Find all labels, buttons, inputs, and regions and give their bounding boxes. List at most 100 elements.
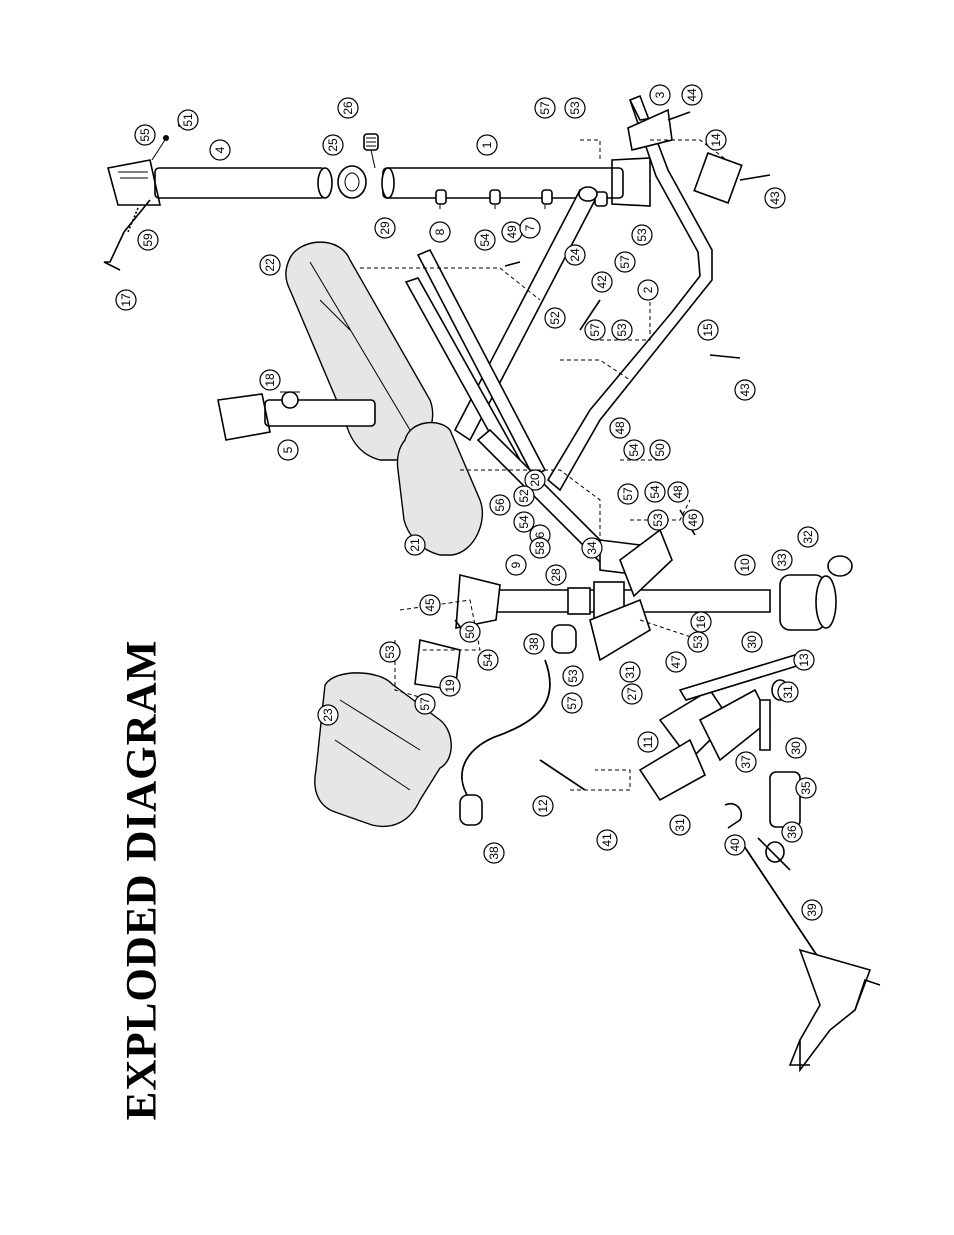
callout-circle bbox=[564, 244, 586, 266]
callout-number: 17 bbox=[119, 293, 133, 307]
callout-53: 53 bbox=[611, 319, 633, 341]
callout-circle bbox=[781, 821, 803, 843]
callout-number: 40 bbox=[728, 838, 742, 852]
callout-circle bbox=[581, 537, 603, 559]
part-base-frame bbox=[546, 94, 771, 492]
callout-51: 51 bbox=[177, 109, 199, 131]
callout-number: 27 bbox=[625, 687, 639, 701]
part-collar-knob bbox=[337, 133, 379, 199]
callout-number: 47 bbox=[669, 655, 683, 669]
callout-circle bbox=[669, 814, 691, 836]
callout-53: 53 bbox=[564, 97, 586, 119]
callout-circle bbox=[681, 84, 703, 106]
callout-8: 8 bbox=[429, 221, 451, 243]
callout-number: 36 bbox=[785, 825, 799, 839]
callout-number: 57 bbox=[588, 323, 602, 337]
callout-48: 48 bbox=[667, 481, 689, 503]
callout-number: 52 bbox=[517, 489, 531, 503]
callout-55: 55 bbox=[134, 124, 156, 146]
callout-number: 5 bbox=[281, 446, 295, 453]
callout-57: 57 bbox=[584, 319, 606, 341]
callout-circle bbox=[477, 649, 499, 671]
callout-number: 54 bbox=[481, 653, 495, 667]
callout-circle bbox=[545, 564, 567, 586]
callout-number: 58 bbox=[533, 541, 547, 555]
callout-49: 49 bbox=[501, 221, 523, 243]
callout-number: 55 bbox=[138, 128, 152, 142]
callout-38: 38 bbox=[523, 633, 545, 655]
callout-number: 53 bbox=[615, 323, 629, 337]
callout-circle bbox=[596, 829, 618, 851]
callout-48: 48 bbox=[609, 417, 631, 439]
callout-circle bbox=[483, 842, 505, 864]
callout-number: 32 bbox=[801, 530, 815, 544]
callout-29: 29 bbox=[374, 217, 396, 239]
callout-number: 53 bbox=[691, 635, 705, 649]
part-seat-pad bbox=[396, 421, 484, 556]
part-clips bbox=[724, 802, 791, 871]
callout-45: 45 bbox=[419, 594, 441, 616]
callout-31: 31 bbox=[619, 661, 641, 683]
callout-56: 56 bbox=[489, 494, 511, 516]
callout-38: 38 bbox=[483, 842, 505, 864]
callout-number: 8 bbox=[433, 228, 447, 235]
callout-number: 51 bbox=[181, 113, 195, 127]
callout-circle bbox=[609, 417, 631, 439]
callout-39: 39 bbox=[801, 899, 823, 921]
callout-50: 50 bbox=[649, 439, 671, 461]
callout-circle bbox=[524, 469, 546, 491]
callout-number: 57 bbox=[538, 101, 552, 115]
callout-41: 41 bbox=[596, 829, 618, 851]
callout-18: 18 bbox=[259, 369, 281, 391]
callout-number: 38 bbox=[487, 846, 501, 860]
callout-circle bbox=[532, 795, 554, 817]
callout-number: 50 bbox=[653, 443, 667, 457]
callout-circle bbox=[777, 681, 799, 703]
callout-circle bbox=[374, 217, 396, 239]
callout-57: 57 bbox=[534, 97, 556, 119]
callout-40: 40 bbox=[724, 834, 746, 856]
callout-number: 10 bbox=[738, 558, 752, 572]
callout-circle bbox=[513, 511, 535, 533]
callout-circle bbox=[439, 675, 461, 697]
callout-2: 2 bbox=[637, 279, 659, 301]
callout-16: 16 bbox=[690, 611, 712, 633]
callout-11: 11 bbox=[637, 731, 659, 753]
callout-28: 28 bbox=[545, 564, 567, 586]
callout-number: 23 bbox=[321, 708, 335, 722]
callout-54: 54 bbox=[477, 649, 499, 671]
callout-circle bbox=[519, 217, 541, 239]
callout-number: 39 bbox=[805, 903, 819, 917]
callout-circle bbox=[209, 139, 231, 161]
callout-circle bbox=[682, 509, 704, 531]
callout-circle bbox=[614, 251, 636, 273]
callout-circle bbox=[259, 254, 281, 276]
callout-circle bbox=[734, 554, 756, 576]
callout-25: 25 bbox=[322, 134, 344, 156]
callout-number: 28 bbox=[549, 568, 563, 582]
callout-47: 47 bbox=[665, 651, 687, 673]
callout-46: 46 bbox=[682, 509, 704, 531]
callout-13: 13 bbox=[793, 649, 815, 671]
callout-57: 57 bbox=[414, 693, 436, 715]
callout-17: 17 bbox=[115, 289, 137, 311]
callout-number: 50 bbox=[463, 625, 477, 639]
callout-number: 12 bbox=[536, 799, 550, 813]
callout-circle bbox=[529, 537, 551, 559]
part-crossmember bbox=[460, 428, 641, 576]
callout-30: 30 bbox=[741, 631, 763, 653]
callout-57: 57 bbox=[614, 251, 636, 273]
callout-circle bbox=[177, 109, 199, 131]
callout-circle bbox=[404, 534, 426, 556]
callout-number: 52 bbox=[548, 311, 562, 325]
callout-54: 54 bbox=[513, 511, 535, 533]
callout-circle bbox=[115, 289, 137, 311]
callout-number: 49 bbox=[505, 225, 519, 239]
callout-33: 33 bbox=[771, 549, 793, 571]
part-leg-9-10 bbox=[455, 573, 771, 629]
callout-number: 7 bbox=[523, 224, 537, 231]
callout-37: 37 bbox=[735, 751, 757, 773]
callout-3: 3 bbox=[649, 84, 671, 106]
callout-number: 53 bbox=[383, 645, 397, 659]
callout-circle bbox=[474, 229, 496, 251]
